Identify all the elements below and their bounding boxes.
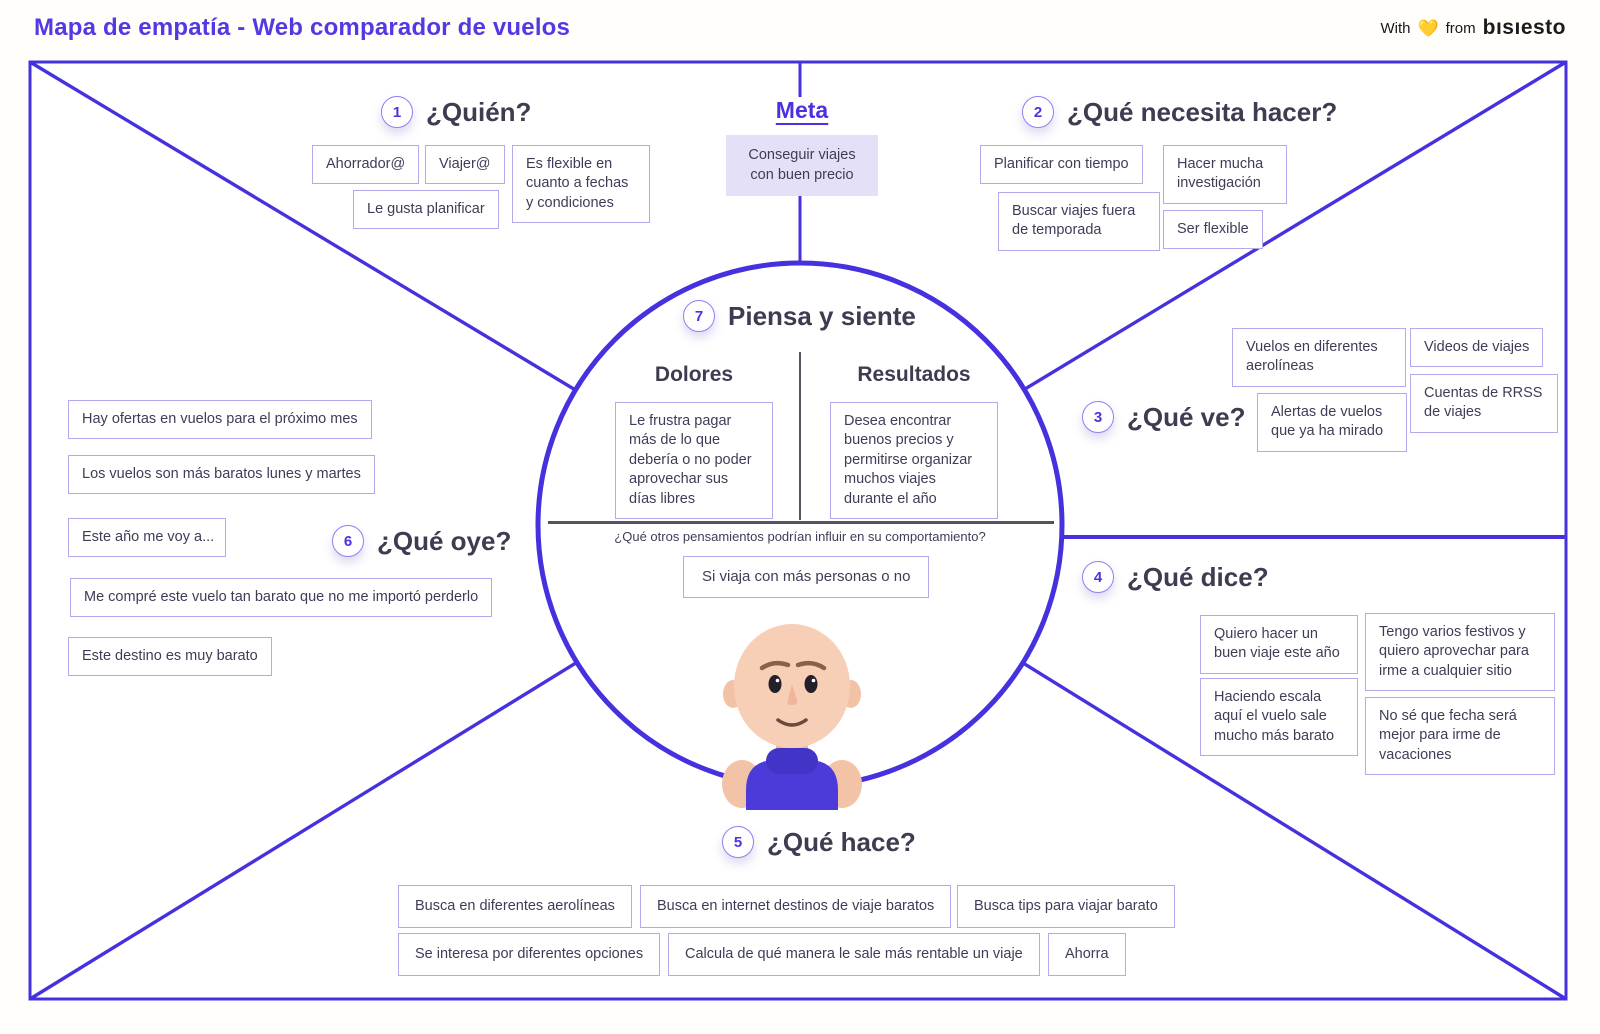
credit-with-text: With [1380, 19, 1411, 37]
page-title: Mapa de empatía - Web comparador de vuel… [34, 14, 571, 41]
meta-block: Meta Conseguir viajes con buen precio [726, 97, 878, 197]
meta-label: Meta [775, 97, 829, 123]
sticky-note: Le gusta planificar [353, 190, 499, 230]
pains-gains-divider [799, 352, 801, 520]
sticky-note: Tengo varios festivos y quiero aprovecha… [1365, 613, 1555, 692]
section-hace-number-badge: 5 [722, 826, 754, 858]
section-dice-number-badge: 4 [1082, 561, 1114, 593]
section-necesita-number-badge: 2 [1022, 96, 1054, 128]
sticky-note: Vuelos en diferentes aerolíneas [1232, 328, 1406, 387]
sticky-note: Los vuelos son más baratos lunes y marte… [68, 455, 375, 495]
sticky-note: Alertas de vuelos que ya ha mirado [1257, 393, 1407, 452]
sticky-note: Hacer mucha investigación [1163, 145, 1287, 204]
sticky-note: Quiero hacer un buen viaje este año [1200, 615, 1358, 674]
credit-from-text: from [1445, 19, 1476, 37]
sticky-note: Me compré este vuelo tan barato que no m… [70, 578, 493, 618]
sticky-note: Ser flexible [1163, 210, 1263, 250]
sticky-note: Es flexible en cuanto a fechas y condici… [512, 145, 650, 224]
thoughts-note: Si viaja con más personas o no [683, 556, 930, 599]
persona-avatar [712, 622, 872, 810]
sticky-note: No sé que fecha será mejor para irme de … [1365, 697, 1555, 776]
section-ve-header: 3 ¿Qué ve? [1082, 401, 1245, 433]
section-quien-header: 1 ¿Quién? [381, 96, 531, 128]
section-necesita-title: ¿Qué necesita hacer? [1067, 96, 1338, 127]
persona-avatar-illustration [722, 624, 862, 810]
section-ve-number-badge: 3 [1082, 401, 1114, 433]
section-dice-header: 4 ¿Qué dice? [1082, 561, 1269, 593]
sticky-note: Este destino es muy barato [68, 637, 272, 677]
sticky-note: Cuentas de RRSS de viajes [1410, 374, 1558, 433]
gains-note: Desea encontrar buenos precios y permiti… [830, 402, 998, 520]
sticky-note: Planificar con tiempo [980, 145, 1143, 185]
sticky-note: Haciendo escala aquí el vuelo sale mucho… [1200, 678, 1358, 757]
sticky-note: Se interesa por diferentes opciones [398, 933, 661, 977]
sticky-note: Este año me voy a... [68, 518, 226, 558]
sticky-note: Ahorrador@ [312, 145, 420, 185]
section-piensa-title: Piensa y siente [728, 300, 916, 331]
sticky-note: Calcula de qué manera le sale más rentab… [668, 933, 1040, 977]
sticky-note: Busca tips para viajar barato [957, 885, 1175, 929]
gains-heading: Resultados [857, 363, 971, 386]
pains-note: Le frustra pagar más de lo que debería o… [615, 402, 773, 520]
section-ve-title: ¿Qué ve? [1127, 401, 1246, 432]
sticky-note: Ahorra [1048, 933, 1126, 977]
section-oye-header: 6 ¿Qué oye? [332, 525, 511, 557]
section-hace-header: 5 ¿Qué hace? [722, 826, 916, 858]
sticky-note: Busca en internet destinos de viaje bara… [640, 885, 952, 929]
sticky-note: Buscar viajes fuera de temporada [998, 192, 1160, 251]
brand-credit: With 💛 from bısıesto [1380, 16, 1566, 40]
section-piensa-number-badge: 7 [683, 300, 715, 332]
heart-icon: 💛 [1417, 18, 1439, 38]
sticky-note: Busca en diferentes aerolíneas [398, 885, 632, 929]
section-oye-title: ¿Qué oye? [377, 525, 512, 556]
sticky-note: Videos de viajes [1410, 328, 1544, 368]
thoughts-question: ¿Qué otros pensamientos podrían influir … [614, 529, 986, 544]
meta-goal-note: Conseguir viajes con buen precio [726, 135, 878, 197]
section-quien-title: ¿Quién? [426, 96, 532, 127]
pains-heading: Dolores [654, 363, 734, 386]
section-quien-number-badge: 1 [381, 96, 413, 128]
sticky-note: Hay ofertas en vuelos para el próximo me… [68, 400, 372, 440]
sticky-note: Viajer@ [425, 145, 505, 185]
section-hace-title: ¿Qué hace? [767, 826, 916, 857]
section-necesita-header: 2 ¿Qué necesita hacer? [1022, 96, 1337, 128]
section-dice-title: ¿Qué dice? [1127, 561, 1269, 592]
section-piensa-header: 7 Piensa y siente [683, 300, 916, 332]
brand-logo: bısıesto [1482, 16, 1566, 39]
section-oye-number-badge: 6 [332, 525, 364, 557]
thoughts-divider [548, 521, 1054, 524]
